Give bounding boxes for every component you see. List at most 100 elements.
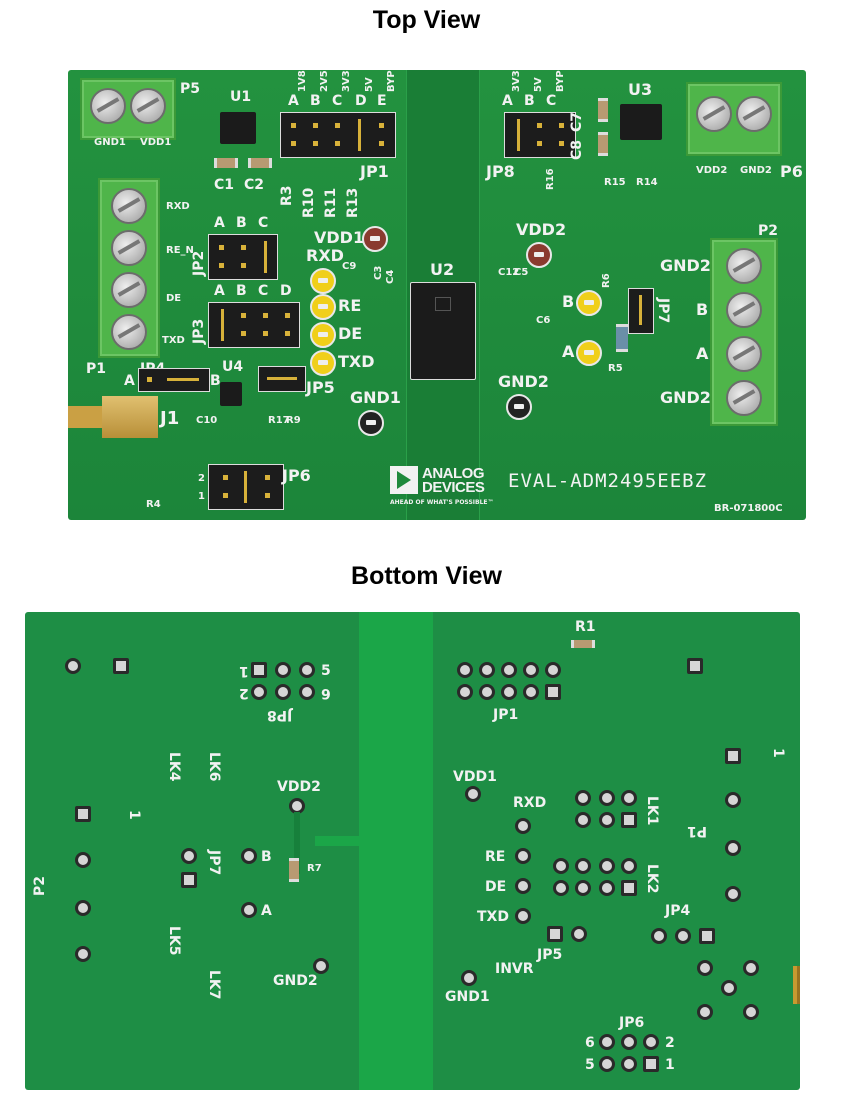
vdd2-pin-label: VDD2 [696,165,728,176]
test-point-re[interactable] [310,294,336,320]
c9-label: C9 [342,261,357,272]
tp-vdd2-label: VDD2 [516,220,567,239]
p1-rxd-label: RXD [166,201,190,212]
u4-label: U4 [222,359,244,375]
jp1-col-e: E [377,93,387,109]
jp2-col-c: C [258,215,269,231]
lk6-label: LK6 [206,752,222,782]
bottom-view-board: 1 2 5 6 JP8 LK4 LK6 LK5 LK7 VDD2 R7 JP7 … [25,612,800,1090]
bottom-p2-label: P2 [32,875,48,896]
bottom-vdd1-label: VDD1 [453,769,497,785]
test-point-txd[interactable] [310,350,336,376]
p1-de-label: DE [166,293,182,304]
c5-label: C5 [514,267,529,278]
jumper-shunt[interactable] [244,471,247,503]
r4-resistor [616,324,628,352]
test-point-gnd2[interactable] [506,394,532,420]
top-view-board: P5 GND1 VDD1 U1 C1 C2 A B C D E 1V8 2V5 … [68,70,806,520]
jp8-header[interactable] [504,112,576,158]
c7-label: C7 [569,111,585,132]
lk2-label: LK2 [644,864,660,894]
jp6-header[interactable] [208,464,284,510]
test-point-vdd2[interactable] [526,242,552,268]
p1-label: P1 [86,361,107,377]
screw-icon [111,272,147,308]
test-point-rxd[interactable] [310,268,336,294]
test-point-de[interactable] [310,322,336,348]
p2-gnd2-bottom-label: GND2 [660,388,711,407]
jumper-shunt[interactable] [264,241,267,273]
terminal-block-p6 [686,82,782,156]
jp3-col-c: C [258,283,269,299]
jp8-pin-6: 6 [321,685,331,701]
terminal-block-p2 [710,238,778,426]
jumper-shunt[interactable] [517,119,520,151]
gnd2-pin-label: GND2 [740,165,772,176]
lk1-label: LK1 [644,796,660,826]
screw-icon [696,96,732,132]
jp6-pin-2: 2 [198,473,205,484]
test-point-gnd1[interactable] [358,410,384,436]
tp-de-label: DE [338,324,363,343]
jp8-rail-byp: BYP [555,70,566,92]
r17-label: R17 [268,415,290,426]
jumper-shunt[interactable] [167,378,199,381]
tp-a-label: A [562,342,575,361]
test-point-vdd1[interactable] [362,226,388,252]
jp3-header[interactable] [208,302,300,348]
product-name: EVAL-ADM2495EEBZ [508,470,708,492]
jp5-label: JP5 [306,378,335,397]
bottom-p1-label: P1 [687,823,708,839]
isolation-barrier [359,612,433,1090]
screw-icon [90,88,126,124]
r13-label: R13 [345,187,361,218]
jp1-col-c: C [332,93,343,109]
jp8-pin-2: 2 [239,685,249,701]
bottom-jp7-label: JP7 [206,850,222,876]
screw-icon [726,248,762,284]
bottom-re-label: RE [485,849,506,865]
r7-label: R7 [307,863,322,874]
screw-icon [111,314,147,350]
p2-pin1-label: 1 [126,810,142,820]
jp5-header[interactable] [258,366,306,392]
jp1-col-d: D [355,93,367,109]
r14-label: R14 [636,177,658,188]
jp8-bottom-label: JP8 [267,707,293,723]
c8-capacitor [598,132,608,156]
jumper-shunt[interactable] [221,309,224,341]
p6-label: P6 [780,162,803,181]
jumper-shunt[interactable] [639,295,642,325]
terminal-block-p1 [98,178,160,358]
screw-icon [726,292,762,328]
c4-label: C4 [385,269,396,284]
bottom-jp4-label: JP4 [665,903,691,919]
lk4-label: LK4 [166,752,182,782]
jp7-header[interactable] [628,288,654,334]
jp3-col-b: B [236,283,247,299]
test-point-b[interactable] [576,290,602,316]
u1-label: U1 [230,89,252,105]
jp1-header[interactable] [280,112,396,158]
test-point-a[interactable] [576,340,602,366]
jp3-col-a: A [214,283,225,299]
c1-label: C1 [214,177,235,193]
brand-line2: DEVICES [422,479,485,496]
r4-label: R5 [608,363,623,374]
brand-line1: ANALOG [422,465,485,482]
bottom-gnd1-label: GND1 [445,989,490,1005]
jp2-header[interactable] [208,234,278,280]
jumper-shunt[interactable] [267,377,297,380]
jp4-header[interactable] [138,368,210,392]
jp6-pin-5: 5 [585,1057,595,1073]
p1-txd-label: TXD [162,335,185,346]
jp8-rail-5v: 5V [533,77,544,92]
jp1-rail-1v8: 1V8 [297,70,308,92]
bottom-view-heading: Bottom View [351,562,502,590]
jp1-label: JP1 [360,162,389,181]
r16-label: R16 [545,168,556,190]
u3-chip [620,104,662,140]
jp4-end-a: A [124,373,135,389]
jp6-pin-1: 1 [198,491,205,502]
jumper-shunt[interactable] [358,119,361,151]
